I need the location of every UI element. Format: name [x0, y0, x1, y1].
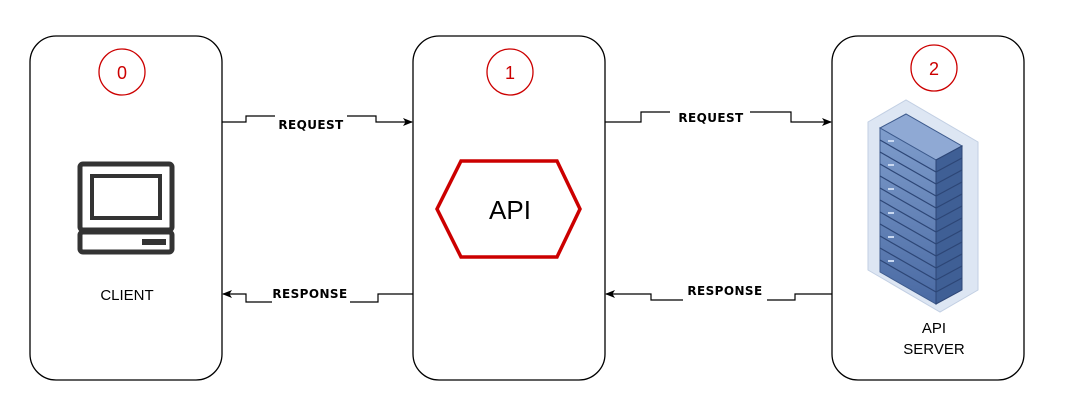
- connector-api-to-client: RESPONSE: [222, 287, 413, 303]
- api-label: API: [489, 195, 531, 225]
- server-rack-icon: [867, 99, 979, 313]
- step-badge-client: [98, 48, 146, 96]
- step-number-server: 2: [929, 59, 939, 79]
- server-label-line1: API: [922, 320, 946, 337]
- response-label-1: RESPONSE: [272, 287, 347, 301]
- connector-client-to-api: REQUEST: [222, 115, 413, 132]
- server-label-line2: SERVER: [903, 341, 965, 358]
- step-badge-server: [910, 44, 958, 92]
- connector-api-to-server: REQUEST: [605, 111, 832, 126]
- request-label-1: REQUEST: [278, 118, 344, 132]
- api-hexagon-shape: [435, 159, 582, 259]
- server-node[interactable]: 2: [831, 35, 1025, 381]
- computer-icon: [77, 161, 175, 255]
- client-node[interactable]: 0 CLIENT: [29, 35, 223, 381]
- client-label: CLIENT: [100, 287, 153, 304]
- step-number-client: 0: [117, 63, 127, 83]
- request-label-2: REQUEST: [678, 111, 744, 125]
- connector-server-to-api: RESPONSE: [605, 284, 832, 301]
- api-node[interactable]: 1 API: [412, 35, 606, 381]
- step-number-api: 1: [505, 63, 515, 83]
- step-badge-api: [486, 48, 534, 96]
- client-box: [29, 35, 223, 381]
- response-label-2: RESPONSE: [687, 284, 762, 298]
